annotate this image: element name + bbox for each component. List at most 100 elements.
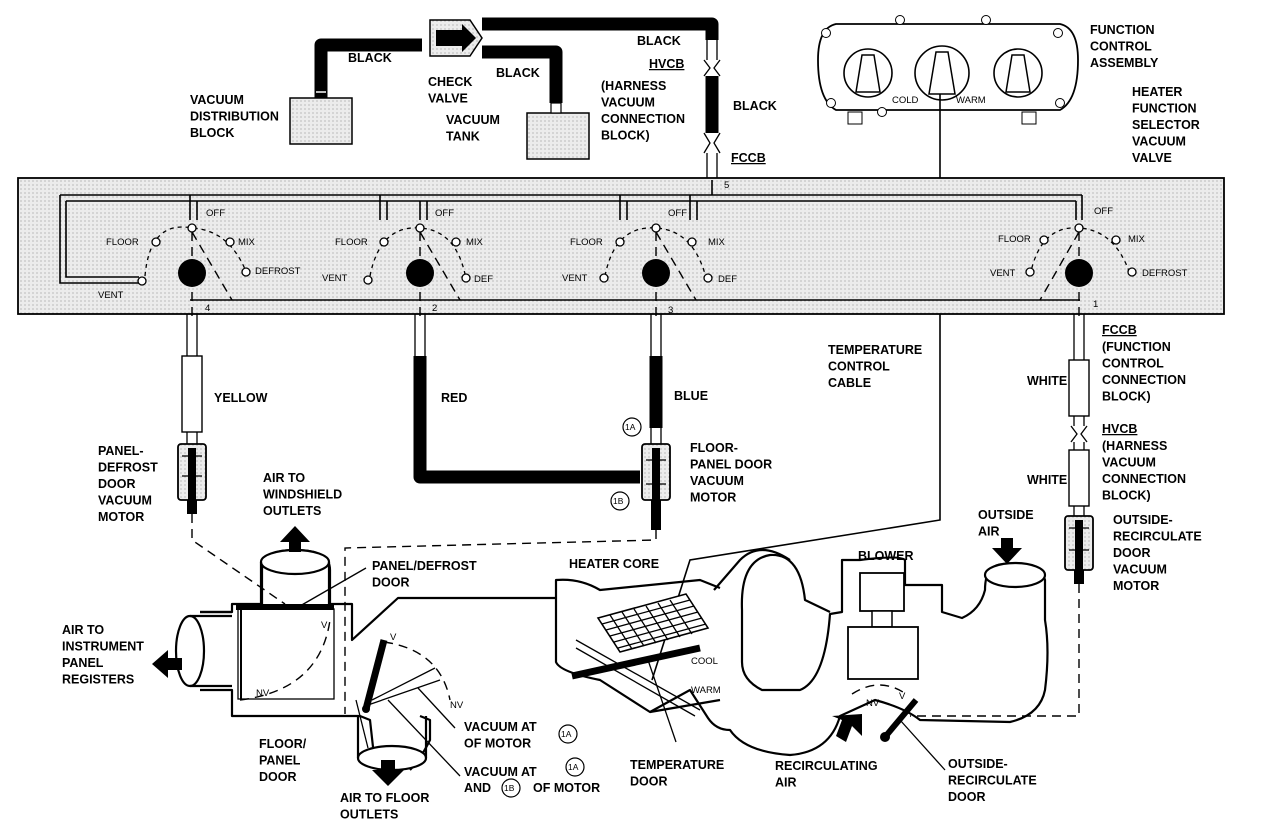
svg-text:OFF: OFF xyxy=(206,208,225,219)
svg-text:MIX: MIX xyxy=(238,237,256,248)
svg-text:VENT: VENT xyxy=(562,273,588,284)
label-nv-1: NV xyxy=(256,688,270,699)
label-fccb-right: FCCB xyxy=(1102,323,1137,337)
port-1b-marker: 1B xyxy=(610,491,630,511)
svg-text:FLOOR: FLOOR xyxy=(335,237,368,248)
label-vacuum-at-2: VACUUM AT xyxy=(464,765,537,779)
instrument-air-arrow xyxy=(152,650,182,678)
label-v-1: V xyxy=(321,620,328,631)
svg-text:DEF: DEF xyxy=(718,274,737,285)
yellow-hose xyxy=(181,314,203,444)
blower xyxy=(847,572,919,680)
outside-recirculate-door xyxy=(851,684,919,742)
svg-text:1: 1 xyxy=(1093,299,1098,310)
svg-text:2: 2 xyxy=(432,303,437,314)
label-warm-door: WARM xyxy=(691,685,721,696)
label-yellow: YELLOW xyxy=(214,391,268,405)
svg-text:MIX: MIX xyxy=(466,237,484,248)
panel-defrost-linkage xyxy=(191,514,286,605)
svg-text:FLOOR: FLOOR xyxy=(998,234,1031,245)
port-1a-inline-1: 1A xyxy=(558,724,578,744)
floor-panel-vacuum-motor xyxy=(641,443,671,530)
label-white-2: WHITE xyxy=(1027,473,1067,487)
valve-1: OFF FLOOR MIX DEFROST VENT xyxy=(98,208,301,318)
black-hose-left xyxy=(314,38,422,98)
port-1b-inline: 1B xyxy=(501,778,521,798)
label-cool: COOL xyxy=(691,656,718,667)
black-hose-tank xyxy=(482,45,563,103)
heater-core xyxy=(596,593,710,653)
svg-text:FLOOR: FLOOR xyxy=(570,237,603,248)
floor-panel-door xyxy=(362,639,388,710)
label-fccb-top: FCCB xyxy=(731,151,766,165)
label-black-1: BLACK xyxy=(348,51,392,65)
check-valve xyxy=(429,19,483,57)
svg-text:FLOOR: FLOOR xyxy=(106,237,139,248)
black-hose-top xyxy=(482,17,719,40)
svg-text:3: 3 xyxy=(668,305,673,316)
svg-text:VENT: VENT xyxy=(322,273,348,284)
svg-text:DEFROST: DEFROST xyxy=(255,266,301,277)
hvcb-top-connector xyxy=(703,40,721,77)
fccb-top-connector xyxy=(703,132,721,180)
instrument-panel-outlet xyxy=(174,614,206,688)
label-hvcb-right: HVCB xyxy=(1102,422,1137,436)
valve-2: OFF FLOOR MIX VENT DEF xyxy=(322,208,493,318)
label-hvcb-top: HVCB xyxy=(649,57,684,71)
svg-text:4: 4 xyxy=(205,303,210,314)
svg-text:MIX: MIX xyxy=(708,237,726,248)
svg-text:OFF: OFF xyxy=(1094,206,1113,217)
svg-text:5: 5 xyxy=(724,180,729,191)
svg-text:1B: 1B xyxy=(613,496,624,506)
label-heater-core: HEATER CORE xyxy=(569,557,659,571)
svg-text:DEF: DEF xyxy=(474,274,493,285)
svg-text:DEFROST: DEFROST xyxy=(1142,268,1188,279)
label-blower: BLOWER xyxy=(858,549,914,563)
valve-4: OFF FLOOR MIX VENT DEFROST xyxy=(990,206,1188,318)
svg-text:1A: 1A xyxy=(625,422,636,432)
label-v-3: V xyxy=(899,691,906,702)
port-1a-inline-2: 1A xyxy=(565,757,585,777)
panel-defrost-vacuum-motor xyxy=(177,443,207,514)
svg-text:1B: 1B xyxy=(504,783,515,793)
vacuum-tank xyxy=(526,112,590,160)
label-white-1: WHITE xyxy=(1027,374,1067,388)
floor-panel-linkage xyxy=(344,530,657,714)
label-nv-3: NV xyxy=(866,698,880,709)
outside-air-inlet xyxy=(983,561,1047,589)
label-red: RED xyxy=(441,391,467,405)
recirc-air-arrow xyxy=(832,714,862,742)
label-nv-2: NV xyxy=(450,700,464,711)
outside-recirc-linkage xyxy=(910,584,1080,717)
label-v-2: V xyxy=(390,632,397,643)
vacuum-distribution-block xyxy=(289,97,353,145)
label-and: AND xyxy=(464,781,491,795)
port-1a-marker: 1A xyxy=(622,417,642,437)
svg-text:OFF: OFF xyxy=(435,208,454,219)
outside-air-arrow xyxy=(992,538,1022,564)
label-black-3: BLACK xyxy=(637,34,681,48)
label-of-motor: OF MOTOR xyxy=(533,781,600,795)
air-duct-housing xyxy=(200,548,1049,757)
white-hose xyxy=(1068,314,1090,516)
temperature-door xyxy=(571,644,701,680)
svg-text:1A: 1A xyxy=(561,729,572,739)
